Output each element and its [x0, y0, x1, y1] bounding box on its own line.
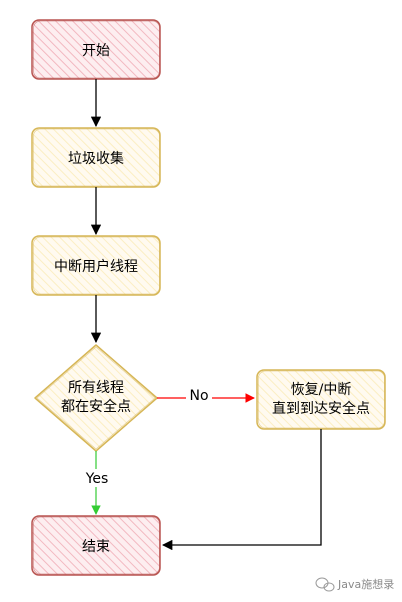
node-check-label-line2: 都在安全点: [61, 398, 131, 415]
node-gc-label: 垃圾收集: [68, 150, 124, 167]
edge-no-label: No: [189, 388, 208, 404]
node-start-label: 开始: [82, 43, 110, 59]
edge-yes-label-bg: [82, 469, 112, 487]
watermark-text: Java施想录: [337, 577, 394, 591]
node-interrupt-label: 中断用户线程: [54, 258, 138, 275]
watermark: Java施想录: [315, 577, 394, 592]
node-check-label-line1: 所有线程: [68, 380, 124, 396]
node-interrupt: 中断用户线程: [31, 235, 161, 296]
node-end-label: 结束: [82, 539, 110, 555]
node-end: 结束: [31, 515, 161, 576]
node-resume-label-line1: 恢复/中断: [291, 381, 352, 398]
edge-no-label-bg: [186, 386, 212, 404]
edge-resume-end: [161, 429, 322, 551]
node-resume-label-line2: 直到到达安全点: [272, 400, 370, 417]
node-resume: 恢复/中断 直到到达安全点: [256, 369, 386, 430]
node-check-decision: 所有线程 都在安全点: [34, 344, 158, 452]
edge-yes-label: Yes: [85, 471, 109, 487]
node-start: 开始: [31, 19, 161, 80]
wechat-icon: [315, 577, 335, 592]
node-gc: 垃圾收集: [31, 127, 161, 188]
